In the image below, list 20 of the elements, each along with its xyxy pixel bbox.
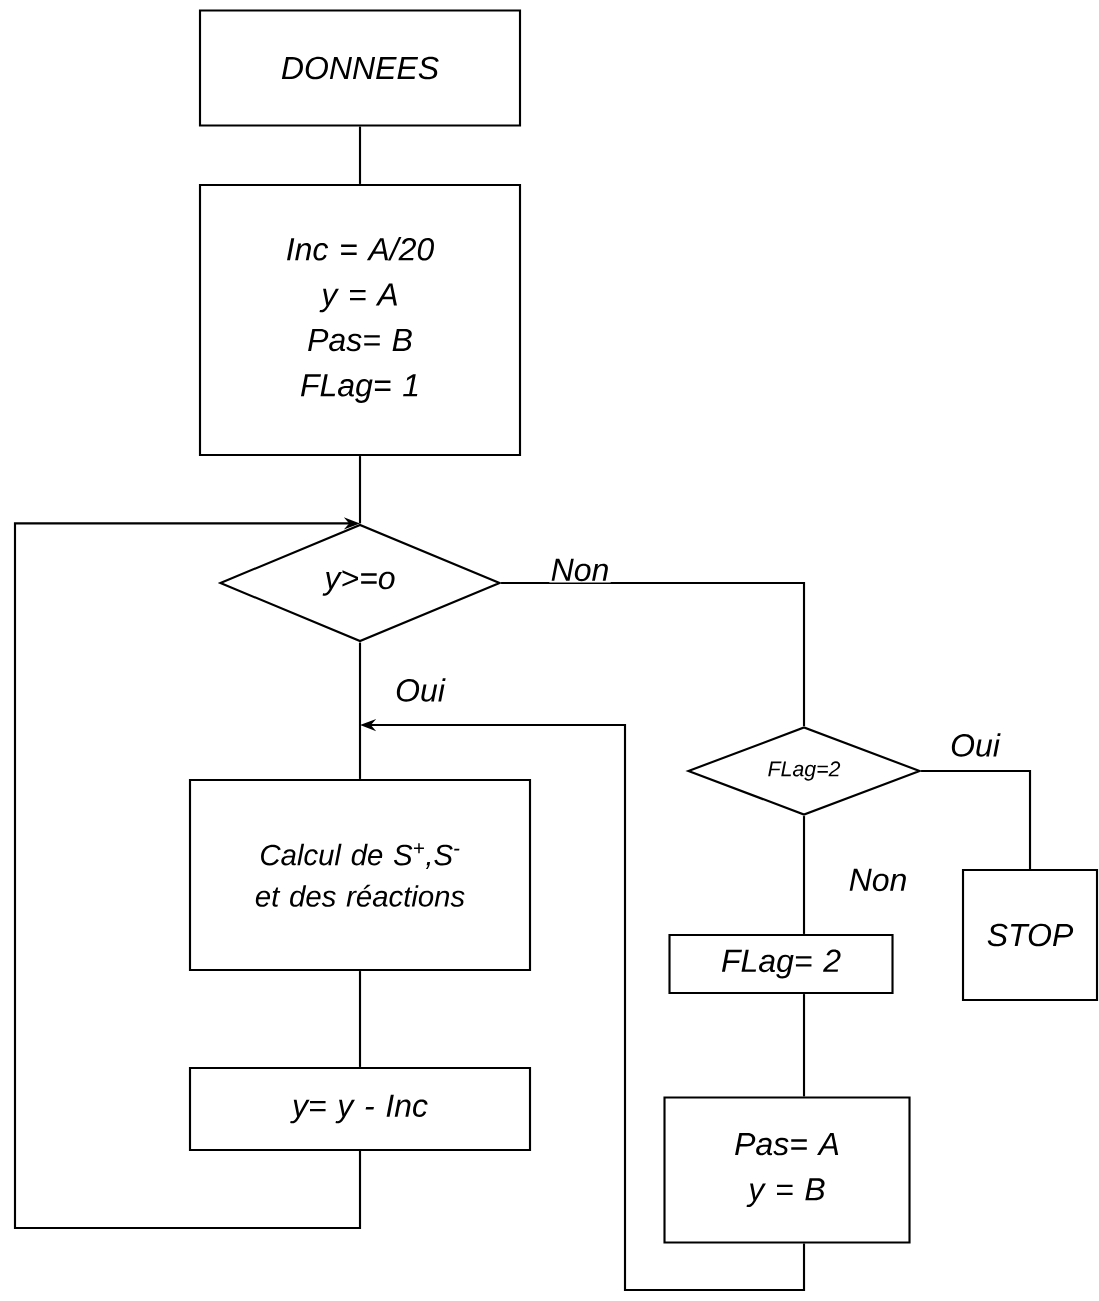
arrow xyxy=(13,517,362,1230)
edge-label: Non xyxy=(847,867,909,893)
process-box: Calcul de S$^{+}$,S$^{-}$ et des réactions xyxy=(188,778,532,972)
process-box: DONNEES xyxy=(198,9,522,127)
connector-line xyxy=(358,971,362,1067)
connector-line xyxy=(802,994,806,1097)
connector-line xyxy=(358,126,362,184)
connector-line xyxy=(501,581,806,726)
process-box: STOP xyxy=(961,868,1099,1002)
connector-line xyxy=(921,769,1032,869)
process-box: Pas= A y = B xyxy=(663,1096,911,1244)
edge-label: Oui xyxy=(948,731,1002,759)
process-box: FLag= 2 xyxy=(668,933,894,995)
process-box: y= y - Inc xyxy=(188,1066,532,1152)
connector-line xyxy=(358,642,362,779)
process-box: Inc = A/20 y = A Pas= B FLag= 1 xyxy=(198,183,522,457)
connector-line xyxy=(358,456,362,524)
edge-label: Oui xyxy=(393,676,447,704)
connector-line xyxy=(802,816,806,934)
edge-label: Non xyxy=(549,557,611,583)
